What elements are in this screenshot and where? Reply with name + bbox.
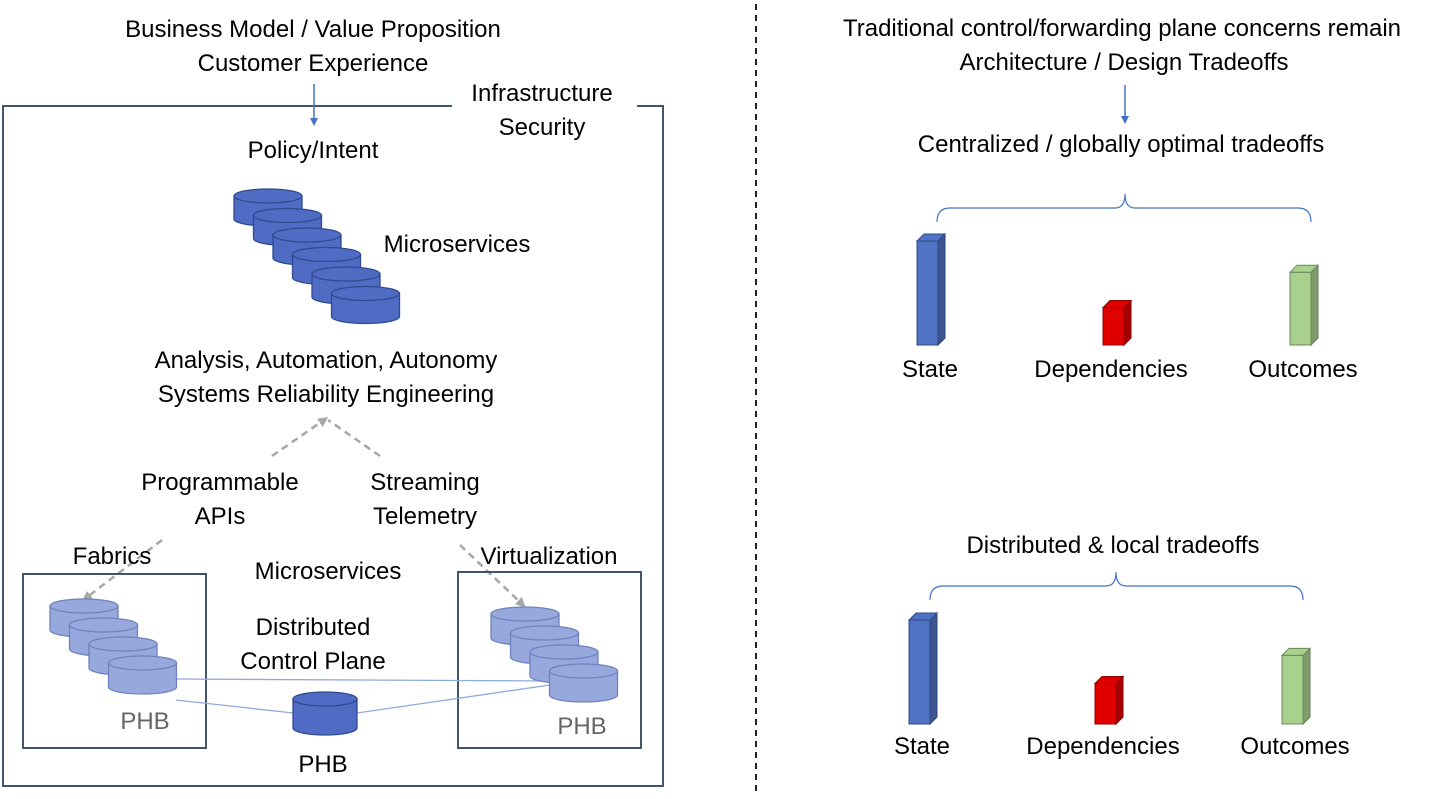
phb-right-label: PHB [557, 713, 606, 740]
distributed-label: Distributed [256, 614, 371, 641]
policy-intent-label: Policy/Intent [248, 137, 379, 164]
bar-outcomes [1288, 263, 1320, 347]
right-tradeoffs: Traditional control/forwarding plane con… [843, 15, 1401, 760]
centralized-bars [915, 232, 1320, 347]
architecture-tradeoffs-title: Architecture / Design Tradeoffs [959, 49, 1288, 76]
bar-state [915, 232, 947, 347]
infrastructure-frame [2, 105, 664, 787]
telemetry-arrow-up [327, 418, 381, 458]
centralized-outcomes-label: Outcomes [1248, 356, 1357, 383]
telemetry-arrow-down [459, 544, 526, 608]
microservices-stack-top [233, 188, 401, 325]
phb-db [292, 691, 358, 736]
distributed-bars [907, 611, 1312, 726]
connector-fabric-virt [175, 678, 551, 682]
microservices-top-label: Microservices [384, 231, 531, 258]
distributed-brace [929, 571, 1304, 601]
microservices-mid-label: Microservices [255, 558, 402, 585]
customer-experience-title: Customer Experience [198, 50, 429, 77]
bar-state [907, 611, 939, 726]
connector-phb-virt [356, 684, 551, 714]
distributed-outcomes-label: Outcomes [1240, 733, 1349, 760]
control-plane-label: Control Plane [240, 648, 385, 675]
database-icon [330, 285, 401, 325]
infrastructure-label: Infrastructure [471, 80, 612, 107]
traditional-concerns-title: Traditional control/forwarding plane con… [843, 15, 1401, 42]
distributed-title: Distributed & local tradeoffs [966, 532, 1259, 559]
fabrics-box [22, 573, 207, 749]
bar-dependencies [1093, 675, 1125, 726]
virtualization-db-stack [490, 606, 619, 703]
centralized-title: Centralized / globally optimal tradeoffs [918, 131, 1324, 158]
distributed-dependencies-label: Dependencies [1026, 733, 1179, 760]
apis-label: APIs [195, 503, 246, 530]
connector-fabric-phb [175, 699, 294, 714]
api-arrow-down [82, 539, 163, 602]
centralized-state-label: State [902, 356, 958, 383]
api-arrow-up [271, 417, 329, 458]
fabrics-label: Fabrics [73, 543, 152, 570]
programmable-label: Programmable [141, 469, 298, 496]
database-icon [292, 691, 358, 736]
security-label: Security [499, 114, 586, 141]
database-icon [107, 655, 178, 695]
fabric-db-stack [49, 598, 178, 695]
bar-dependencies [1101, 299, 1133, 347]
telemetry-label: Telemetry [373, 503, 477, 530]
bar-outcomes [1280, 647, 1312, 726]
centralized-dependencies-label: Dependencies [1034, 356, 1187, 383]
centralized-brace [936, 193, 1312, 223]
virtualization-box [457, 571, 642, 749]
streaming-label: Streaming [370, 469, 479, 496]
phb-left-label: PHB [120, 708, 169, 735]
sre-label: Systems Reliability Engineering [158, 381, 494, 408]
left-architecture: Business Model / Value Proposition Custo… [2, 16, 664, 787]
analysis-label: Analysis, Automation, Autonomy [155, 347, 498, 374]
business-model-title: Business Model / Value Proposition [125, 16, 501, 43]
virtualization-label: Virtualization [481, 543, 618, 570]
database-icon [548, 663, 619, 703]
distributed-state-label: State [894, 733, 950, 760]
phb-bottom-label: PHB [298, 751, 347, 778]
